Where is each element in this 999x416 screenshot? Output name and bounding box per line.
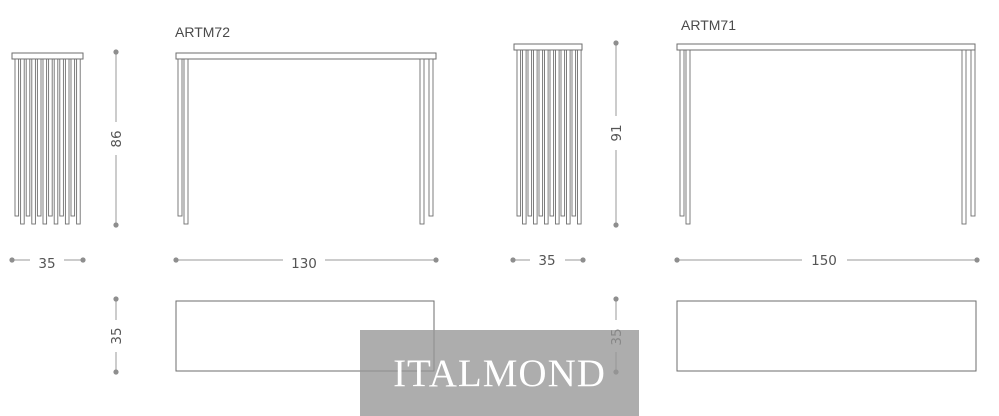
side-slat: [566, 49, 571, 225]
front-top-artm71: [676, 43, 976, 51]
side-slat: [571, 49, 577, 217]
side-legs-artm71: [516, 49, 582, 225]
watermark: ITALMOND: [360, 330, 639, 416]
side-view-artm72: [11, 52, 84, 225]
side-slat: [560, 49, 566, 217]
front-view-artm72: [175, 52, 437, 225]
side-slat: [527, 49, 533, 217]
top-depth-dimension-artm72: 35: [109, 296, 125, 375]
side-view-artm71: [513, 43, 583, 225]
side-slat: [53, 58, 59, 225]
side-slat: [544, 49, 549, 225]
side-slat: [25, 58, 31, 217]
front-top-artm72: [175, 52, 437, 60]
model-label-artm71: ARTM71: [681, 17, 736, 33]
side-slat: [76, 58, 81, 225]
width-value-artm71: 150: [811, 253, 837, 269]
depth-value-artm72: 35: [38, 256, 55, 272]
height-dimension-artm72: 86: [109, 49, 125, 228]
side-slat: [533, 49, 538, 225]
width-dimension-artm72: 130: [173, 256, 439, 272]
side-slat: [577, 49, 582, 225]
model-artm71: ARTM71 91 35: [510, 17, 980, 375]
side-slat: [42, 58, 48, 225]
side-slat: [48, 58, 53, 217]
side-slat: [538, 49, 544, 217]
side-legs-artm72: [14, 58, 81, 225]
side-slat: [20, 58, 25, 225]
side-slat: [59, 58, 64, 217]
side-slat: [555, 49, 560, 225]
side-slat: [522, 49, 527, 225]
depth-dimension-artm71: 35: [510, 253, 586, 269]
side-slat: [14, 58, 20, 217]
side-slat: [549, 49, 555, 217]
depth-dimension-artm72: 35: [9, 256, 86, 272]
watermark-text: ITALMOND: [393, 351, 606, 395]
side-top-artm72: [11, 52, 84, 60]
model-label-artm72: ARTM72: [175, 24, 230, 40]
width-value-artm72: 130: [291, 256, 317, 272]
side-slat: [70, 58, 76, 217]
side-slat: [31, 58, 36, 225]
top-view-artm71: [676, 300, 977, 372]
height-dimension-artm71: 91: [609, 40, 625, 228]
side-top-artm71: [513, 43, 583, 51]
side-slat: [516, 49, 522, 217]
front-view-artm71: [676, 43, 976, 225]
side-slat: [64, 58, 70, 225]
width-dimension-artm71: 150: [674, 253, 980, 269]
height-value-artm71: 91: [609, 124, 625, 141]
side-slat: [36, 58, 42, 217]
top-depth-value-artm72: 35: [109, 327, 125, 344]
model-artm72: ARTM72 86 35: [9, 24, 439, 375]
depth-value-artm71: 35: [538, 253, 555, 269]
height-value-artm72: 86: [109, 130, 125, 147]
